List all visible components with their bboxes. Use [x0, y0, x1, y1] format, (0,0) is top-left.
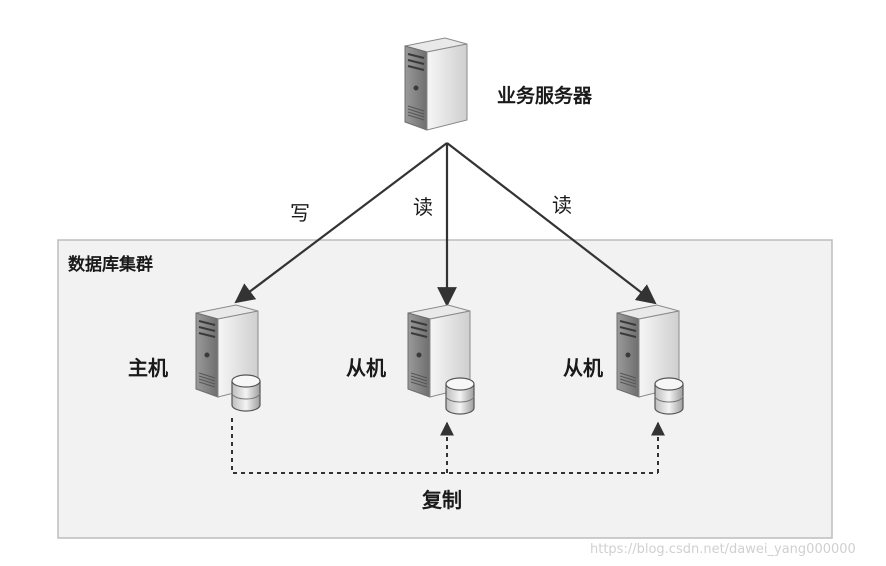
replication-line [231, 418, 658, 474]
write-label: 写 [290, 201, 310, 225]
master-label: 主机 [128, 356, 168, 380]
replication-label: 复制 [421, 488, 462, 512]
write-arrow [234, 142, 448, 304]
app-server-icon [404, 37, 468, 131]
watermark-text: https://blog.csdn.net/dawei_yang000000 [590, 542, 856, 557]
slave-right-label: 从机 [563, 356, 603, 380]
read-arrow-right [446, 142, 657, 305]
cluster-label: 数据库集群 [68, 254, 153, 275]
slave-right-database-icon [654, 377, 684, 415]
slave-center-database-icon [445, 377, 475, 415]
app-server-label: 业务服务器 [497, 84, 593, 107]
slave-center-label: 从机 [346, 356, 386, 380]
read-label-center: 读 [413, 195, 433, 219]
master-database-icon [231, 374, 261, 412]
read-label-right: 读 [552, 193, 572, 217]
